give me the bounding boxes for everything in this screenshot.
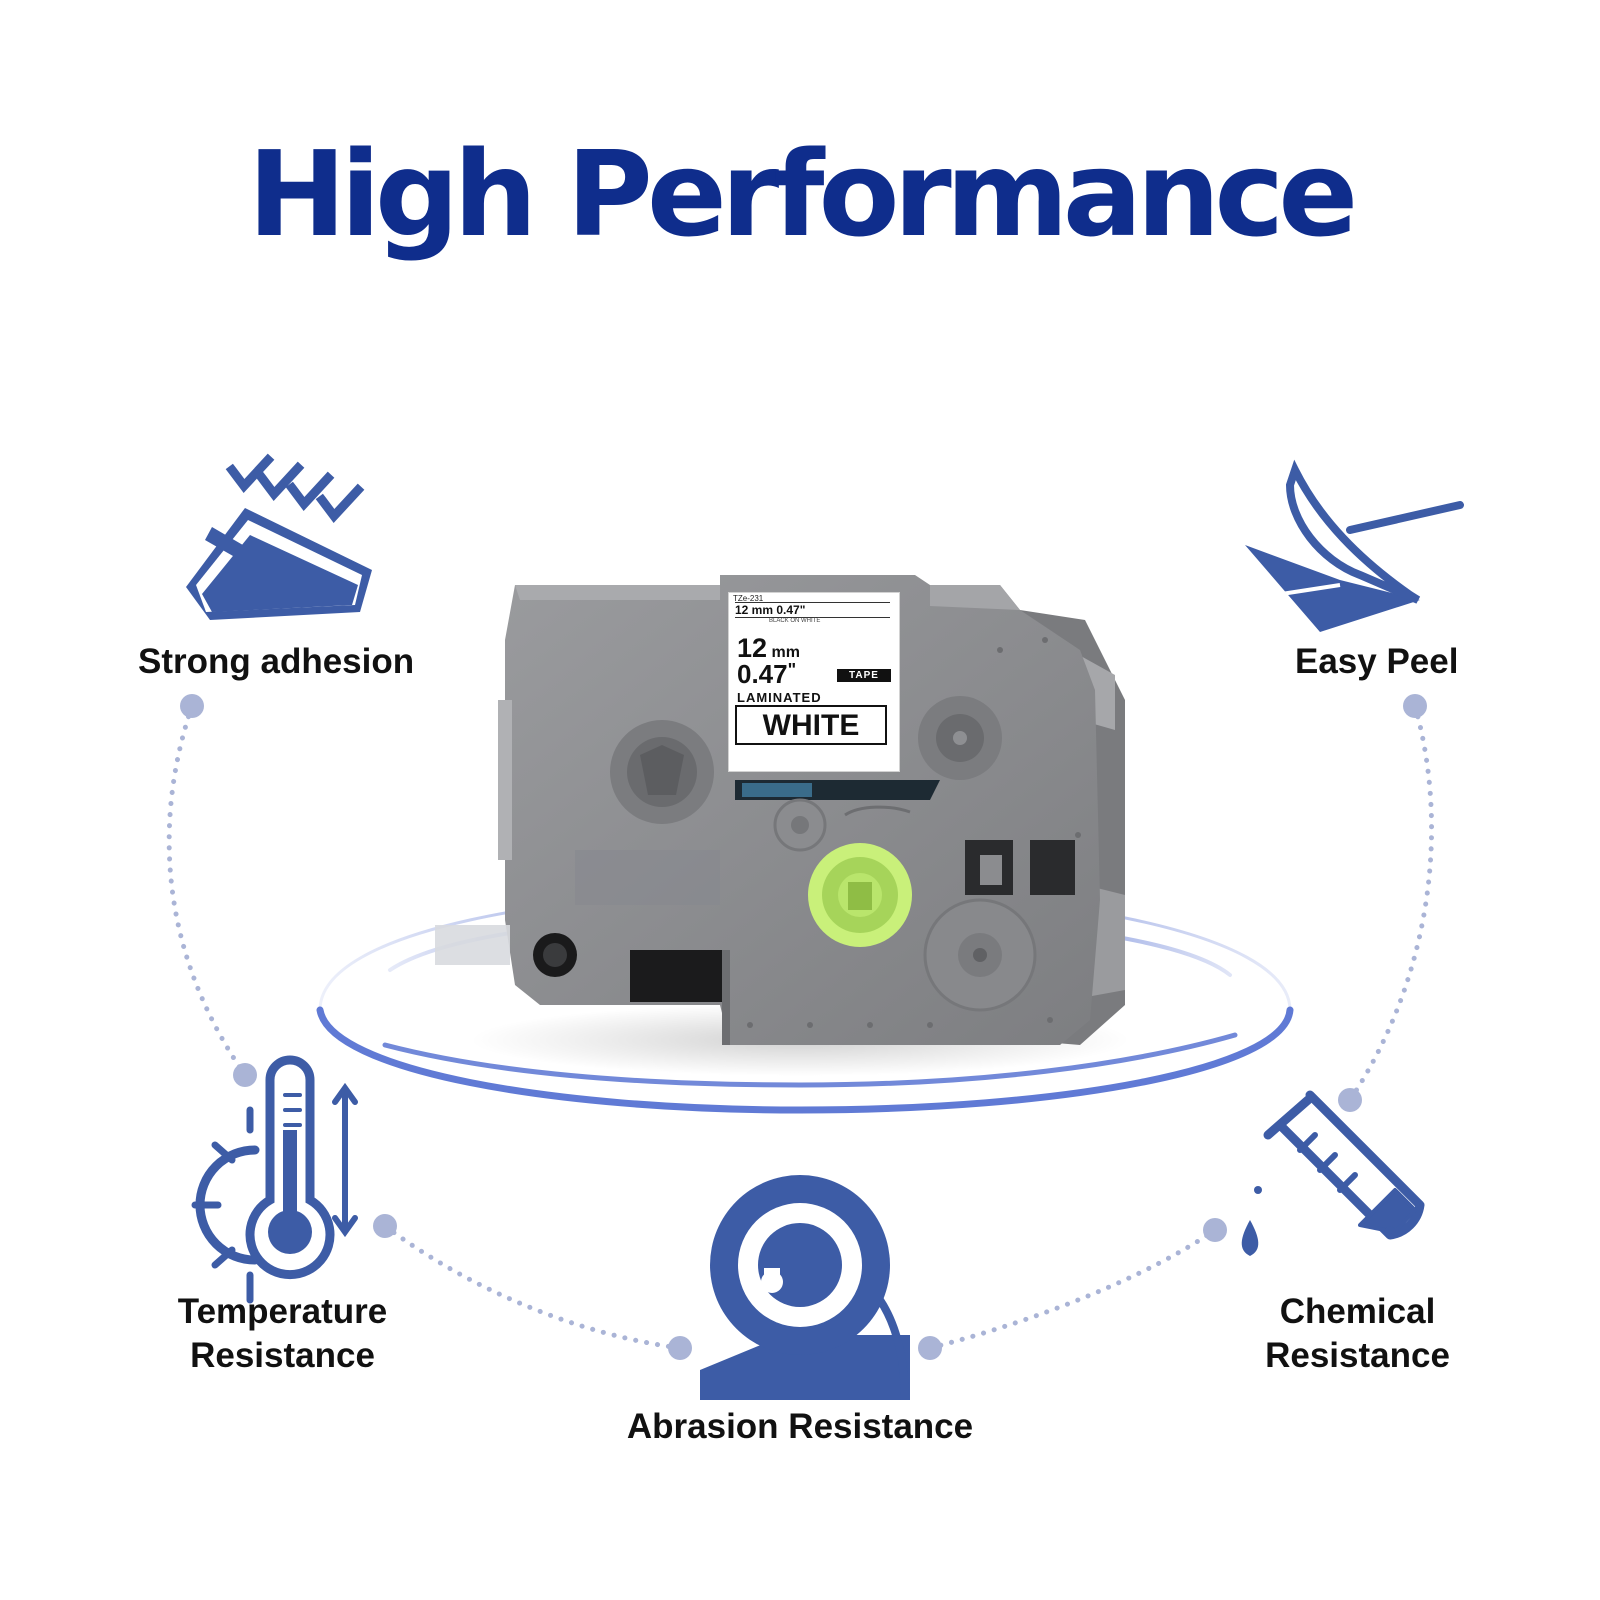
connector-abrasion-to-chemical — [927, 1227, 1218, 1351]
peel-icon — [1245, 459, 1464, 632]
connector-temperature-to-abrasion — [382, 1223, 683, 1351]
adhesion-icon — [186, 453, 372, 620]
width-mm-unit: mm — [771, 644, 800, 661]
chemical-line1: Chemical — [1279, 1292, 1436, 1331]
temperature-line2: Resistance — [190, 1336, 375, 1375]
chemical-line2: Resistance — [1265, 1336, 1450, 1375]
tape-badge: TAPE — [837, 669, 891, 682]
connector-node — [1403, 694, 1427, 718]
tape-cartridge-image — [435, 575, 1125, 1045]
cartridge-top-line: 12 mm 0.47" — [735, 602, 890, 618]
orbit-ring-outer-front — [316, 1006, 1294, 1114]
feature-label-strong-adhesion: Strong adhesion — [138, 642, 415, 681]
tape-width-mm: 12 mm — [737, 635, 800, 662]
temperature-line1: Temperature — [177, 1292, 388, 1331]
cartridge-top-sub: BLACK ON WHITE — [769, 618, 821, 624]
connector-node — [918, 1336, 942, 1360]
black-tape-strip — [630, 950, 722, 1002]
connector-node — [1203, 1218, 1227, 1242]
dotted-connectors — [166, 703, 1434, 1351]
feature-label-easy-peel: Easy Peel — [1295, 642, 1459, 681]
feature-label-temperature-resistance: Temperature Resistance — [170, 1290, 395, 1378]
laminated-text: LAMINATED — [737, 690, 822, 705]
connector-node — [1338, 1088, 1362, 1112]
connector-node — [668, 1336, 692, 1360]
width-mm-value: 12 — [737, 633, 768, 663]
test-tube-icon — [1241, 1090, 1425, 1256]
tape-width-inch: 0.47" — [737, 661, 796, 687]
connector-node — [233, 1063, 257, 1087]
width-inch-value: 0.47 — [737, 659, 788, 689]
feature-label-chemical-resistance: Chemical Resistance — [1250, 1290, 1465, 1378]
cartridge-top-code: TZe-231 — [733, 594, 764, 603]
connector-peel-to-chemical — [1347, 703, 1434, 1103]
tape-roll-icon — [700, 1175, 910, 1401]
connector-adhesion-to-temperature — [166, 703, 248, 1078]
cartridge-label: TZe-231 12 mm 0.47" BLACK ON WHITE 12 mm… — [728, 592, 900, 772]
color-name-box: WHITE — [735, 705, 887, 745]
connector-node — [180, 694, 204, 718]
inch-mark: " — [787, 660, 797, 680]
feature-label-abrasion-resistance: Abrasion Resistance — [626, 1407, 974, 1446]
connector-node — [373, 1214, 397, 1238]
page-title: High Performance — [247, 125, 1359, 263]
thermometer-icon — [191, 1055, 358, 1304]
orbit-rings-front — [316, 1006, 1294, 1114]
connector-nodes — [180, 694, 1427, 1360]
orbit-ring-inner-front — [382, 1032, 1238, 1088]
